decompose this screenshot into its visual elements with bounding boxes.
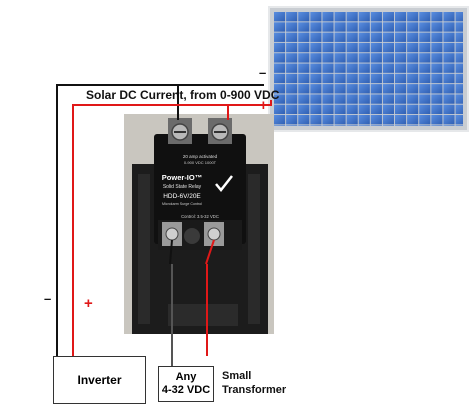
- inverter-label: Inverter: [77, 373, 122, 387]
- relay-top-rating: 0-900 VDC 1000T: [184, 160, 217, 165]
- relay-brand: Power-IO™: [162, 173, 202, 182]
- supply-box: Any 4-32 VDC: [158, 366, 214, 402]
- relay-control-label: Control: 3.5-32 VDC: [181, 214, 219, 219]
- panel-plus-sign: +: [259, 97, 268, 114]
- left-plus-sign: +: [84, 295, 93, 312]
- transformer-label-line2: Transformer: [222, 384, 287, 396]
- relay-top-label: 20 amp activated: [183, 154, 218, 159]
- negative-wire-top: [56, 84, 264, 86]
- solar-panel: [268, 6, 469, 132]
- control-wire-transformer: [206, 264, 208, 356]
- supply-line1: Any: [175, 371, 197, 383]
- solar-cells: [274, 12, 463, 126]
- check-logo-icon: [215, 175, 233, 192]
- solid-state-relay: 20 amp activated 0-900 VDC 1000T Power-I…: [124, 114, 274, 334]
- transformer-label-line1: Small: [222, 370, 252, 382]
- positive-wire-left: [72, 104, 74, 356]
- panel-minus-sign: –: [259, 65, 267, 80]
- negative-wire-to-relay: [177, 84, 179, 120]
- left-minus-sign: –: [44, 291, 52, 306]
- negative-wire-left: [56, 84, 58, 356]
- supply-line2: 4-32 VDC: [161, 384, 211, 396]
- positive-wire-to-relay: [227, 104, 229, 120]
- positive-wire-to-panel: [270, 100, 272, 106]
- control-wire-supply: [171, 264, 173, 368]
- relay-type: Solid State Relay: [163, 184, 202, 190]
- relay-model: HDD-6V/20E: [163, 193, 201, 200]
- relay-surge: Microkarm Surge Control: [162, 202, 202, 206]
- positive-wire-top: [72, 104, 270, 106]
- inverter-box: Inverter: [53, 356, 146, 404]
- wire-label: Solar DC Current, from 0-900 VDC: [86, 88, 280, 102]
